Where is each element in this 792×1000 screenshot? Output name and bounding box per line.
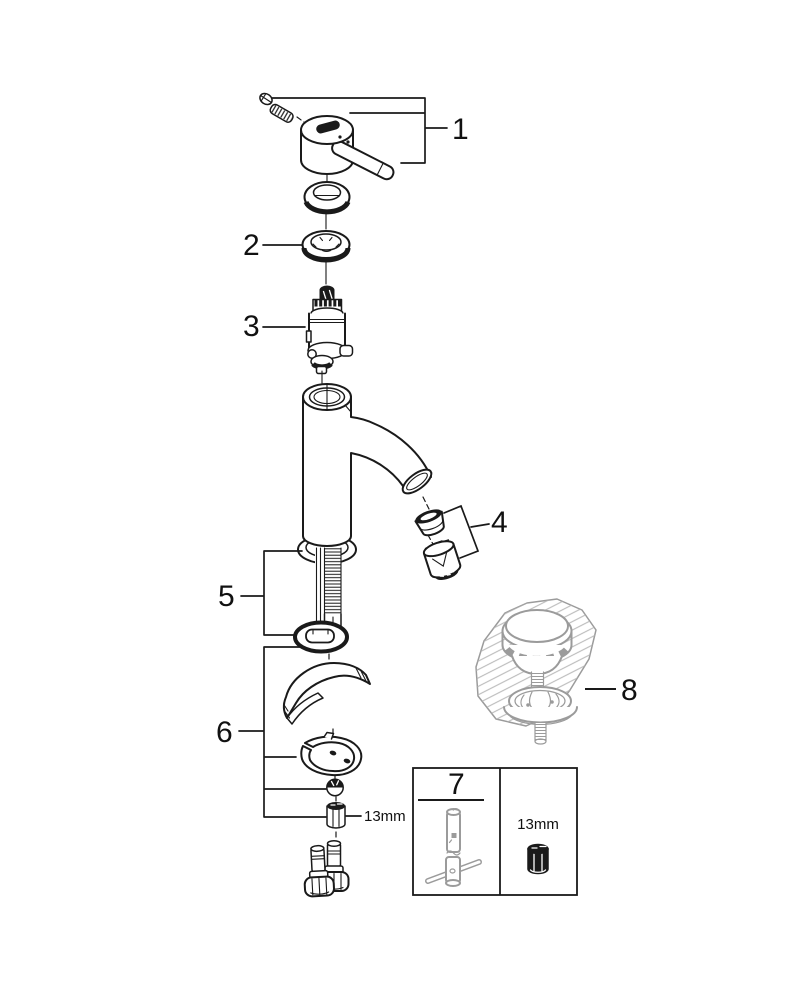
toolbox-panel: 7 13mm (412, 767, 578, 896)
dome-nut-drawing (326, 778, 344, 802)
handle-base-ring-drawing (303, 173, 351, 230)
callout-3: 3 (243, 310, 260, 343)
supply-hoses-drawing (303, 839, 350, 898)
faucet-body-drawing (302, 383, 433, 547)
hex-nut-icon (527, 843, 549, 875)
cartridge-drawing (305, 285, 354, 384)
callout-5: 5 (218, 580, 235, 613)
lever-handle-drawing (300, 115, 395, 181)
callout-1-bracket (271, 97, 448, 164)
callout-4: 4 (491, 506, 508, 539)
callout-5-bracket (240, 550, 303, 636)
horseshoe-washer-drawing (300, 731, 363, 781)
drain-waste-drawing (475, 598, 597, 745)
hex-nut-drawing (326, 802, 346, 841)
toolbox-nut-size-label: 13mm (517, 816, 559, 833)
mounting-wedge-drawing (282, 653, 371, 737)
nut-size-label: 13mm (364, 808, 406, 825)
callout-8: 8 (621, 674, 638, 707)
cartridge-cap-ring-drawing (301, 230, 351, 285)
socket-wrench-tool-icon (425, 808, 482, 887)
callout-2: 2 (243, 229, 260, 262)
aerator-drawing (414, 496, 490, 580)
seal-ring-drawing (293, 620, 349, 654)
handle-screw-drawing (259, 92, 309, 126)
toolbox-number: 7 (448, 768, 465, 801)
callout-6-bracket (238, 646, 327, 818)
callout-6: 6 (216, 716, 233, 749)
callout-1: 1 (452, 113, 469, 146)
